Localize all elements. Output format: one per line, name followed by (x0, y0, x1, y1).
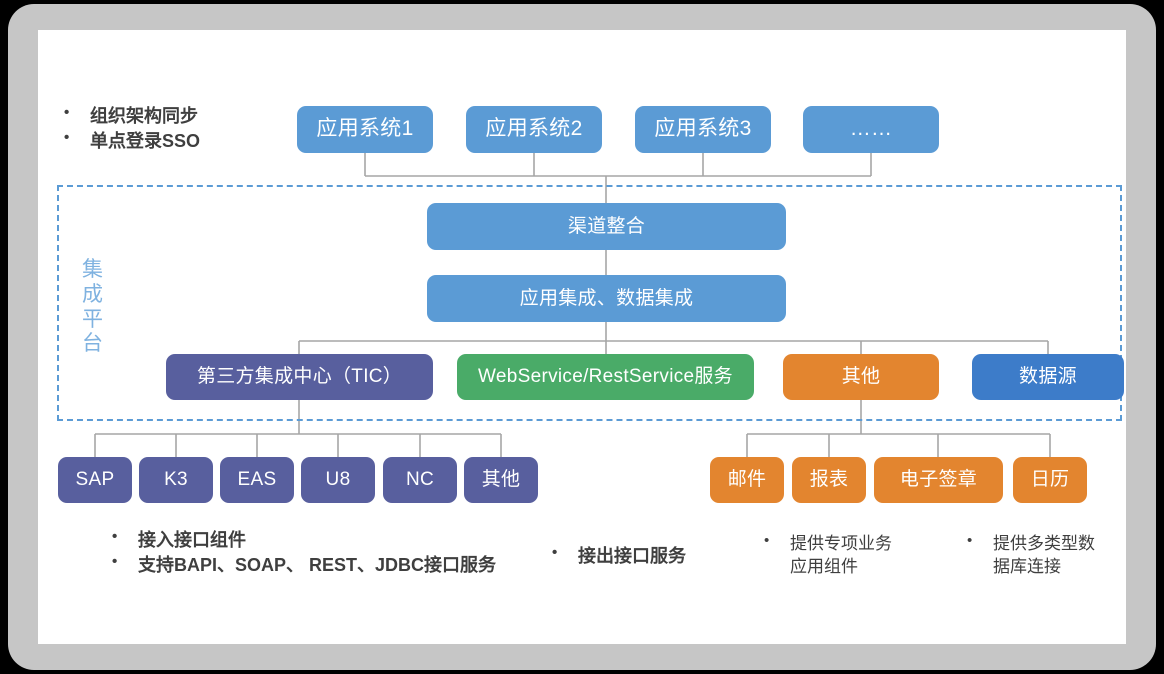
bottom-note-item: 提供多类型数 据库连接 (963, 531, 1095, 579)
node-app-system-1[interactable]: 应用系统1 (297, 106, 433, 153)
bottom-note-data-source: 提供多类型数 据库连接 (963, 531, 1095, 579)
node-other-services[interactable]: 其他 (783, 354, 939, 400)
bottom-note-webservice: 接出接口服务 (548, 543, 686, 569)
integration-platform-label: 集成平台 (82, 258, 104, 356)
bottom-note-item: 接入接口组件 (108, 527, 496, 553)
node-tic-other[interactable]: 其他 (464, 457, 538, 503)
top-note-item: 单点登录SSO (60, 128, 200, 154)
node-webservice-restservice[interactable]: WebService/RestService服务 (457, 354, 754, 400)
integration-platform-region (57, 185, 1122, 421)
node-third-party-integration-center[interactable]: 第三方集成中心（TIC） (166, 354, 433, 400)
node-k3[interactable]: K3 (139, 457, 213, 503)
node-report[interactable]: 报表 (792, 457, 866, 503)
bottom-note-item: 支持BAPI、SOAP、 REST、JDBC接口服务 (108, 552, 496, 578)
bottom-note-item: 提供专项业务 应用组件 (760, 531, 892, 579)
node-app-system-3[interactable]: 应用系统3 (635, 106, 771, 153)
node-calendar[interactable]: 日历 (1013, 457, 1087, 503)
node-data-source[interactable]: 数据源 (972, 354, 1124, 400)
node-app-system-2[interactable]: 应用系统2 (466, 106, 602, 153)
top-note: 组织架构同步 单点登录SSO (60, 103, 200, 154)
node-app-system-more[interactable]: …… (803, 106, 939, 153)
bottom-note-item: 接出接口服务 (548, 543, 686, 569)
node-u8[interactable]: U8 (301, 457, 375, 503)
bottom-note-tic: 接入接口组件 支持BAPI、SOAP、 REST、JDBC接口服务 (108, 527, 496, 578)
node-channel-integration[interactable]: 渠道整合 (427, 203, 786, 250)
top-note-item: 组织架构同步 (60, 103, 200, 129)
node-app-and-data-integration[interactable]: 应用集成、数据集成 (427, 275, 786, 322)
node-electronic-seal[interactable]: 电子签章 (874, 457, 1003, 503)
node-email[interactable]: 邮件 (710, 457, 784, 503)
node-sap[interactable]: SAP (58, 457, 132, 503)
bottom-note-other: 提供专项业务 应用组件 (760, 531, 892, 579)
node-eas[interactable]: EAS (220, 457, 294, 503)
node-nc[interactable]: NC (383, 457, 457, 503)
